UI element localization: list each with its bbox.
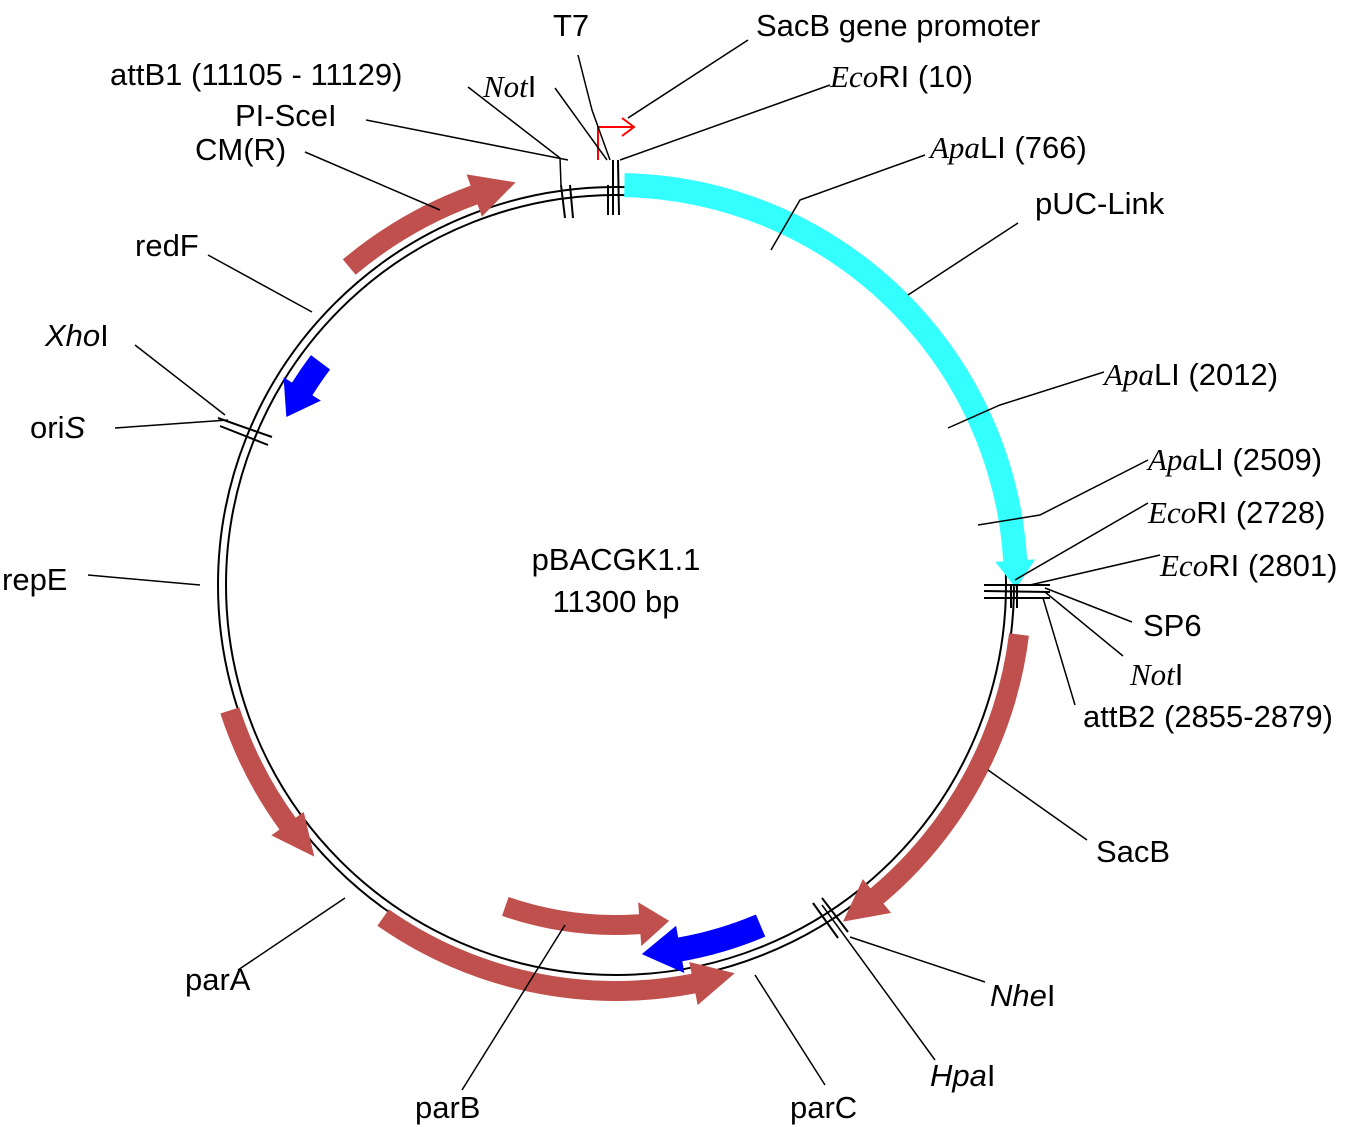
label-pi-scei: PI-SceI — [235, 98, 337, 133]
sacb-promoter-arrow — [597, 117, 636, 160]
label-parc: parC — [790, 1090, 857, 1125]
label-noti-bottom: NotI — [1129, 657, 1183, 692]
bottom-right-site-ticks — [812, 897, 849, 939]
label-parb: parB — [415, 1090, 480, 1125]
repe-feature — [220, 707, 315, 857]
puc-link-feature — [624, 173, 1036, 589]
label-ecori-2801: EcoRI (2801) — [1159, 548, 1337, 583]
label-nhei: NheI — [990, 978, 1056, 1013]
para-feature — [377, 909, 735, 1006]
redf-feature — [283, 355, 331, 418]
label-apali-2509: ApaLI (2509) — [1146, 442, 1322, 477]
label-oris: oriS — [30, 410, 85, 445]
label-sp6: SP6 — [1143, 608, 1202, 643]
label-attb2: attB2 (2855-2879) — [1083, 699, 1333, 734]
label-repe: repE — [2, 562, 67, 597]
label-attb1: attB1 (11105 - 11129) — [110, 57, 402, 92]
label-apali-766: ApaLI (766) — [928, 130, 1087, 165]
label-t7: T7 — [553, 8, 589, 43]
label-apali-2012: ApaLI (2012) — [1102, 357, 1278, 392]
label-noti-top: NotI — [482, 69, 536, 104]
plasmid-size: 11300 bp — [553, 584, 680, 619]
plasmid-name: pBACGK1.1 — [532, 542, 701, 577]
label-ecori-2728: EcoRI (2728) — [1147, 495, 1325, 530]
sacb-feature — [843, 633, 1029, 922]
parb-feature — [502, 897, 670, 947]
label-ecori-10: EcoRI (10) — [829, 59, 973, 94]
left-site-ticks — [217, 417, 273, 446]
label-sacb: SacB — [1096, 834, 1170, 869]
cmr-feature — [342, 174, 516, 275]
label-xhoi: XhoI — [44, 318, 109, 353]
label-hpai: HpaI — [930, 1058, 996, 1093]
leader-lines — [87, 39, 1161, 1091]
label-sacb-promoter: SacB gene promoter — [756, 8, 1040, 43]
label-puc-link: pUC-Link — [1035, 186, 1165, 221]
label-cmr: CM(R) — [195, 132, 286, 167]
label-redf: redF — [135, 228, 199, 263]
top-site-ticks — [560, 159, 620, 219]
right-site-ticks — [983, 584, 1051, 608]
parc-feature — [641, 914, 766, 974]
label-para: parA — [185, 962, 251, 997]
